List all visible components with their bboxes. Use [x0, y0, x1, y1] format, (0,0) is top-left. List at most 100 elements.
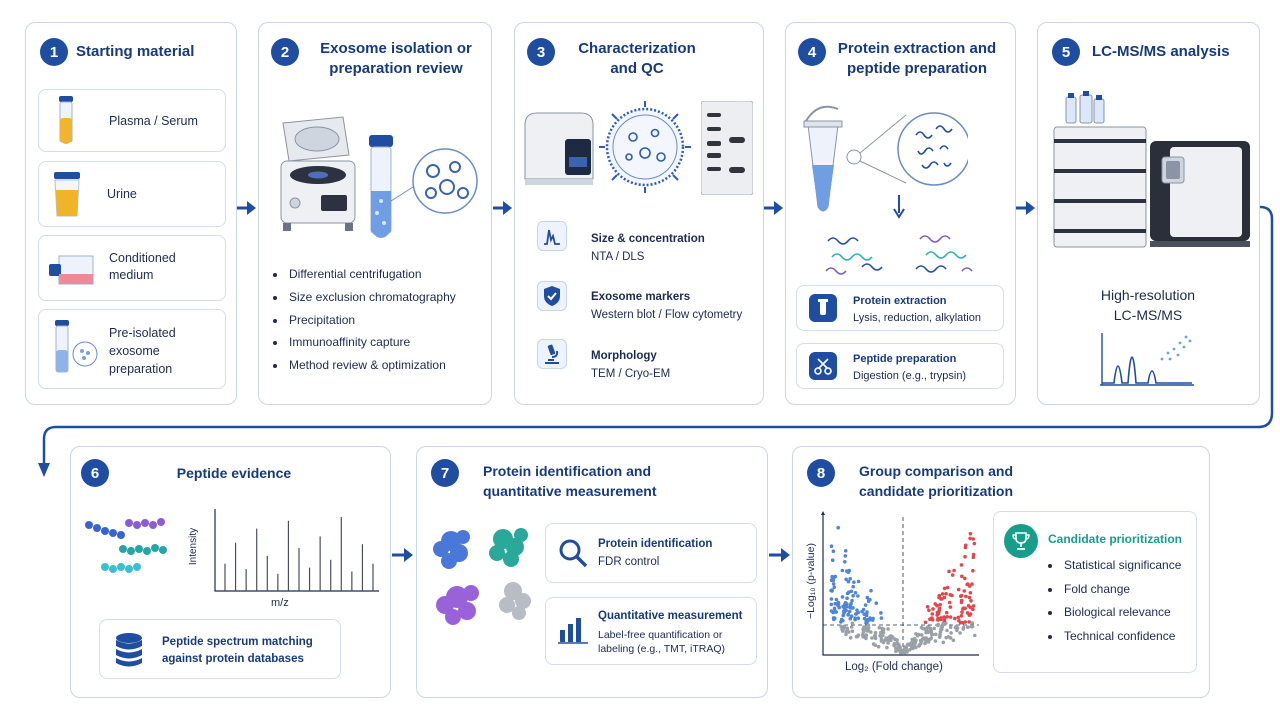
volcano-point: [892, 643, 896, 648]
volcano-point: [970, 621, 975, 625]
volcano-point: [968, 591, 973, 595]
criterion-item: Technical confidence: [1062, 625, 1181, 649]
volcano-point: [963, 576, 967, 581]
volcano-point: [840, 627, 844, 632]
volcano-point: [842, 624, 847, 629]
tube-icon: [809, 294, 837, 322]
volcano-point: [925, 625, 929, 630]
volcano-point: [919, 633, 924, 637]
volcano-point: [971, 537, 975, 541]
volcano-point: [945, 585, 950, 590]
volcano-point: [921, 636, 926, 640]
volcano-point: [881, 627, 885, 632]
volcano-point: [968, 536, 972, 541]
volcano-point: [885, 645, 889, 650]
step-number: 2: [271, 38, 299, 66]
step-title: Protein extraction and peptide preparati…: [837, 40, 997, 77]
method-item: Method review & optimization: [287, 354, 497, 377]
volcano-point: [927, 608, 931, 613]
volcano-point: [845, 628, 850, 632]
volcano-point: [850, 629, 855, 633]
volcano-point: [870, 618, 875, 622]
volcano-point: [956, 615, 961, 620]
volcano-point: [950, 573, 955, 577]
volcano-point: [947, 600, 952, 605]
volcano-point: [844, 608, 848, 613]
protein-identification-box: Protein identification FDR control: [545, 523, 757, 583]
volcano-point: [851, 606, 855, 610]
panel-exosome-isolation: 2 Exosome isolation or preparation revie…: [258, 22, 492, 405]
step-number: 6: [81, 459, 109, 487]
step-title: Characterization and QC: [578, 40, 696, 77]
volcano-point: [832, 575, 836, 580]
step-title: Group comparison and candidate prioritiz…: [859, 463, 1014, 499]
volcano-point: [953, 616, 957, 621]
volcano-point: [843, 549, 848, 553]
volcano-point: [851, 584, 855, 589]
volcano-point: [832, 585, 837, 590]
volcano-point: [865, 595, 870, 600]
scissors-icon: [809, 352, 837, 380]
sample-label: Urine: [107, 187, 137, 201]
volcano-point: [944, 621, 948, 625]
volcano-point: [962, 589, 967, 593]
volcano-point: [924, 636, 928, 640]
volcano-xlabel: Log₂ (Fold change): [845, 661, 943, 673]
panel-group-comparison: 8 Group comparison and candidate priorit…: [792, 446, 1210, 698]
volcano-point: [939, 616, 943, 620]
volcano-point: [881, 633, 885, 638]
volcano-point: [856, 594, 860, 598]
volcano-plot: −Log₁₀ (p-value) Log₂ (Fold change): [799, 511, 989, 691]
step-number: 7: [431, 459, 459, 487]
magnifier-icon: [559, 539, 588, 568]
volcano-point: [914, 632, 918, 636]
flow-arrow: [237, 201, 256, 215]
volcano-point: [928, 617, 932, 622]
volcano-point: [932, 626, 936, 631]
volcano-point: [971, 555, 976, 560]
volcano-point: [936, 622, 940, 627]
volcano-point: [861, 630, 866, 635]
volcano-point: [938, 602, 942, 607]
qc-check-detail: TEM / Cryo-EM: [591, 368, 671, 380]
volcano-point: [921, 626, 925, 631]
step-title: LC-MS/MS analysis: [1092, 43, 1230, 60]
nta-instrument-illustration: [524, 112, 594, 185]
volcano-point: [899, 649, 904, 654]
exosome-vesicle-illustration: [599, 101, 691, 193]
criterion-item: Fold change: [1062, 578, 1181, 602]
volcano-point: [849, 625, 854, 629]
volcano-point: [971, 568, 975, 573]
volcano-point: [971, 552, 976, 557]
box-title: Protein extraction: [853, 295, 947, 307]
volcano-point: [941, 640, 946, 645]
volcano-point: [839, 617, 844, 622]
qc-check-title: Exosome markers: [591, 291, 691, 303]
peptide-fragments-illustration: [825, 235, 973, 275]
step-number: 5: [1052, 38, 1080, 66]
volcano-point: [878, 634, 882, 638]
step-number: 3: [527, 38, 555, 66]
method-item: Differential centrifugation: [287, 263, 497, 286]
volcano-point: [968, 531, 973, 536]
volcano-point: [949, 631, 953, 635]
qc-check-title: Morphology: [591, 350, 657, 362]
volcano-point: [936, 616, 940, 621]
volcano-point: [843, 554, 848, 558]
box-detail: Digestion (e.g., trypsin): [853, 370, 967, 382]
volcano-point: [855, 634, 860, 639]
volcano-point: [940, 597, 944, 601]
volcano-point: [846, 612, 851, 617]
volcano-point: [958, 631, 962, 635]
volcano-point: [945, 615, 949, 619]
volcano-point: [940, 627, 944, 631]
volcano-point: [865, 610, 869, 614]
volcano-point: [948, 605, 953, 609]
volcano-point: [971, 604, 976, 608]
volcano-point: [931, 607, 935, 611]
volcano-point: [924, 628, 929, 633]
qc-check-detail: Western blot / Flow cytometry: [591, 309, 743, 321]
volcano-point: [829, 544, 834, 548]
step-title: Exosome isolation or preparation review: [320, 40, 472, 77]
qc-check-size: Size & concentration NTA / DLS: [537, 221, 757, 267]
